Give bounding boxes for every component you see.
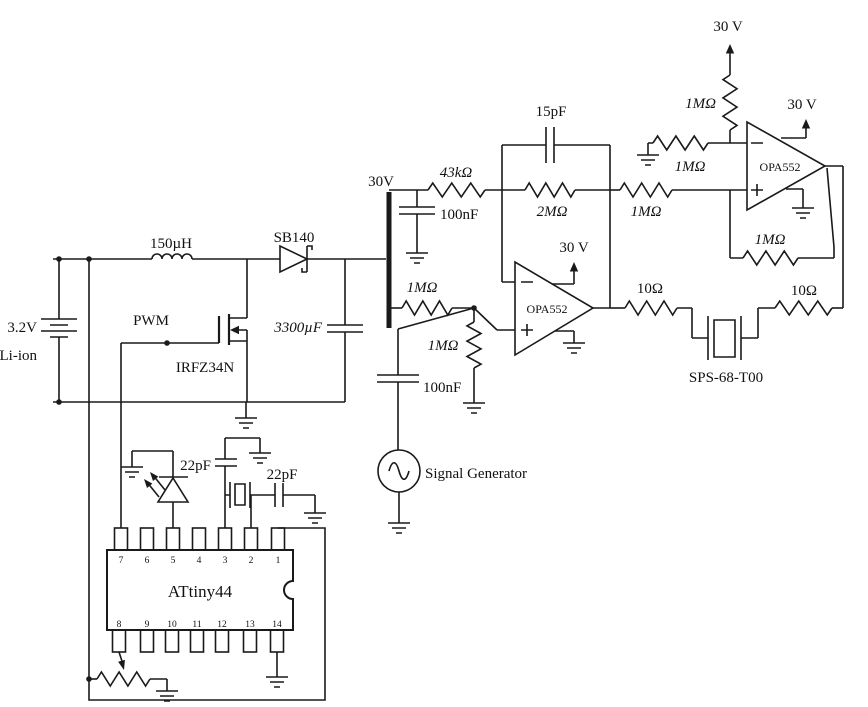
opamp1: OPA552 30 V [497, 240, 595, 357]
mosfet-part-label: IRFZ34N [176, 360, 235, 376]
opamp2-input-network: 1MΩ [610, 181, 747, 220]
rail-filter-network: 43kΩ 100nF [389, 165, 502, 264]
opamp2: OPA552 30 V [746, 97, 844, 308]
main-rail-ground [235, 402, 257, 429]
driver-feedback-resistor-label: 1MΩ [755, 232, 786, 248]
pin-label-14: 14 [272, 620, 282, 630]
diode-part-label: SB140 [274, 230, 315, 246]
led-indicator [121, 450, 190, 528]
driver-input-resistor-label: 1MΩ [631, 204, 662, 220]
opamp2-feedback: 1MΩ [729, 167, 835, 267]
pin-label-12: 12 [217, 620, 227, 630]
rail-voltage-label: 30V [368, 174, 394, 190]
input-resistor-label: 43kΩ [440, 165, 473, 181]
right-series-resistor-label: 10Ω [791, 283, 817, 299]
left-series-resistor-label: 10Ω [637, 281, 663, 297]
pin-label-6: 6 [145, 556, 150, 566]
xtal-cap-left-label: 22pF [180, 458, 211, 474]
mcu-top-pins [113, 527, 286, 551]
battery-chemistry-label: Li-ion [0, 348, 37, 364]
output-rail-bar: 30V [368, 174, 394, 328]
transducer-part-label: SPS-68-T00 [689, 370, 763, 386]
inductor-value-label: 150µH [150, 236, 192, 252]
pin-label-4: 4 [197, 556, 202, 566]
pin-label-3: 3 [223, 556, 228, 566]
feedback-cap-label: 15pF [536, 104, 567, 120]
battery-voltage-label: 3.2V [7, 320, 37, 336]
pin-label-13: 13 [245, 620, 255, 630]
mcu-part-label: ATtiny44 [168, 582, 233, 601]
potentiometer [89, 651, 178, 702]
bulk-capacitor: 3300µF [273, 259, 363, 402]
bias-res-v-label: 1MΩ [428, 338, 459, 354]
pullup-resistor-label: 1MΩ [685, 96, 716, 112]
bias-res-h-label: 1MΩ [407, 280, 438, 296]
xtal-cap-right-label: 22pF [267, 467, 298, 483]
ground-resistor-label: 1MΩ [675, 159, 706, 175]
pin-label-8: 8 [117, 620, 122, 630]
mosfet-irfz34n: PWM IRFZ34N [133, 259, 248, 402]
series-resistor-right: 10Ω [741, 283, 843, 339]
coupling-cap-label: 100nF [423, 380, 461, 396]
pin-label-10: 10 [167, 620, 177, 630]
bulk-capacitor-label: 3300µF [273, 320, 323, 336]
opamp2-part-label: OPA552 [760, 160, 801, 174]
pin-label-11: 11 [192, 620, 201, 630]
opamp1-supply-label: 30 V [559, 240, 588, 256]
signal-generator: Signal Generator [377, 449, 527, 534]
pin-label-9: 9 [145, 620, 150, 630]
rail-filter-cap-label: 100nF [440, 207, 478, 223]
feedback-resistor-label: 2MΩ [537, 204, 568, 220]
pin-label-2: 2 [249, 556, 254, 566]
opamp2-bias-network: 30 V 1MΩ 1MΩ [637, 19, 747, 175]
series-resistor-left: 10Ω [610, 281, 708, 339]
opamp1-bias-network: 1MΩ 1MΩ [389, 280, 498, 414]
preamp-feedback-network: 15pF 2MΩ [501, 104, 611, 309]
pin-label-7: 7 [119, 556, 124, 566]
crystal-oscillator-circuit: 22pF 22pF [180, 437, 326, 528]
pin-label-5: 5 [171, 556, 176, 566]
ultrasonic-transducer: SPS-68-T00 [689, 316, 763, 386]
mcu-bottom-pins [111, 629, 285, 653]
signal-generator-label: Signal Generator [425, 466, 527, 482]
pin-label-1: 1 [276, 556, 281, 566]
pwm-label: PWM [133, 313, 169, 329]
schottky-diode: SB140 [274, 230, 315, 274]
mcu-attiny44: ATtiny44 7 6 5 4 3 2 1 8 9 10 11 12 13 1… [106, 527, 294, 688]
battery: 3.2V Li-ion [0, 318, 77, 364]
driver-rail-label: 30 V [713, 19, 742, 35]
opamp2-supply-label: 30 V [787, 97, 816, 113]
opamp1-part-label: OPA552 [527, 302, 568, 316]
boost-inductor: 150µH [150, 236, 193, 260]
wiring [53, 256, 386, 701]
signal-coupling-capacitor: 100nF [377, 307, 475, 450]
